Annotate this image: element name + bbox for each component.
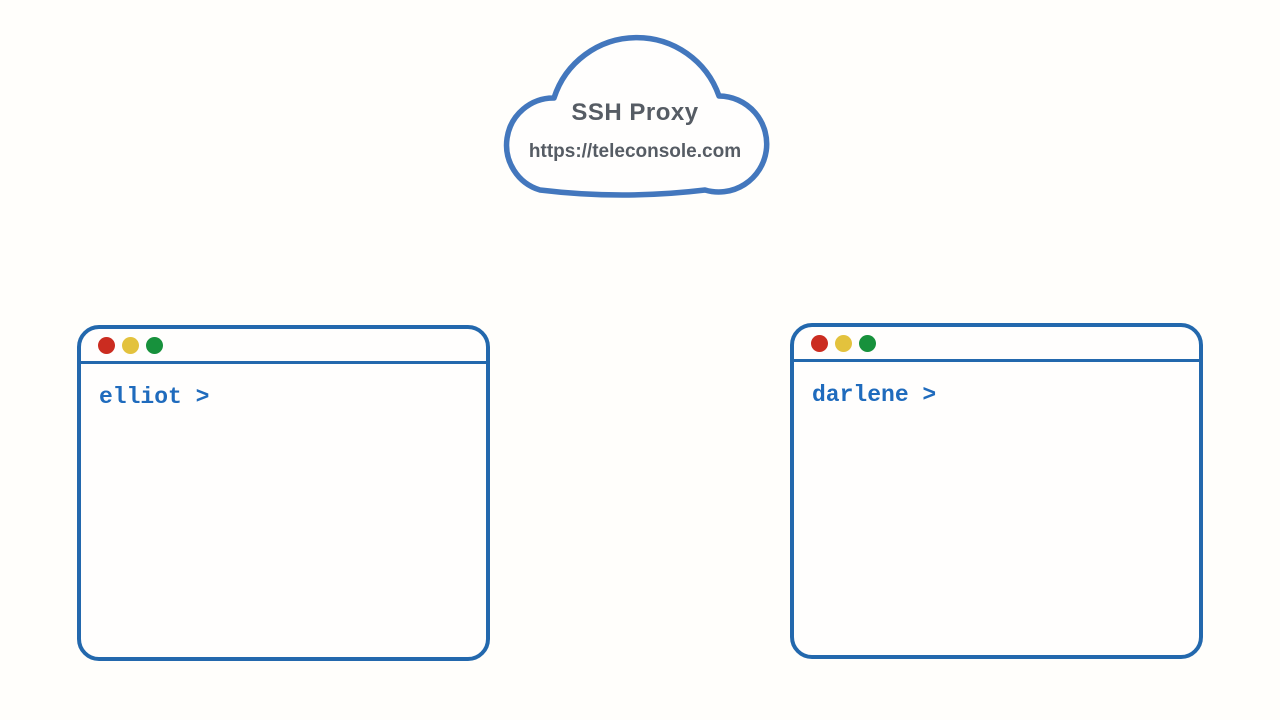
- maximize-dot-icon: [859, 334, 876, 352]
- terminal-window-darlene: darlene >: [790, 323, 1203, 659]
- cloud-url: https://teleconsole.com: [528, 141, 742, 162]
- cloud-shape: [503, 34, 770, 198]
- cloud-title: SSH Proxy: [571, 99, 699, 126]
- terminal-prompt-darlene: darlene >: [812, 382, 937, 408]
- minimize-dot-icon: [835, 334, 852, 352]
- terminal-titlebar: [81, 329, 486, 364]
- terminal-prompt-elliot: elliot >: [99, 384, 210, 410]
- close-dot-icon: [811, 334, 828, 352]
- minimize-dot-icon: [122, 336, 139, 354]
- terminal-titlebar: [794, 327, 1199, 362]
- terminal-window-elliot: elliot >: [77, 325, 490, 661]
- maximize-dot-icon: [146, 336, 163, 354]
- close-dot-icon: [98, 336, 115, 354]
- cloud-outline: [503, 34, 770, 198]
